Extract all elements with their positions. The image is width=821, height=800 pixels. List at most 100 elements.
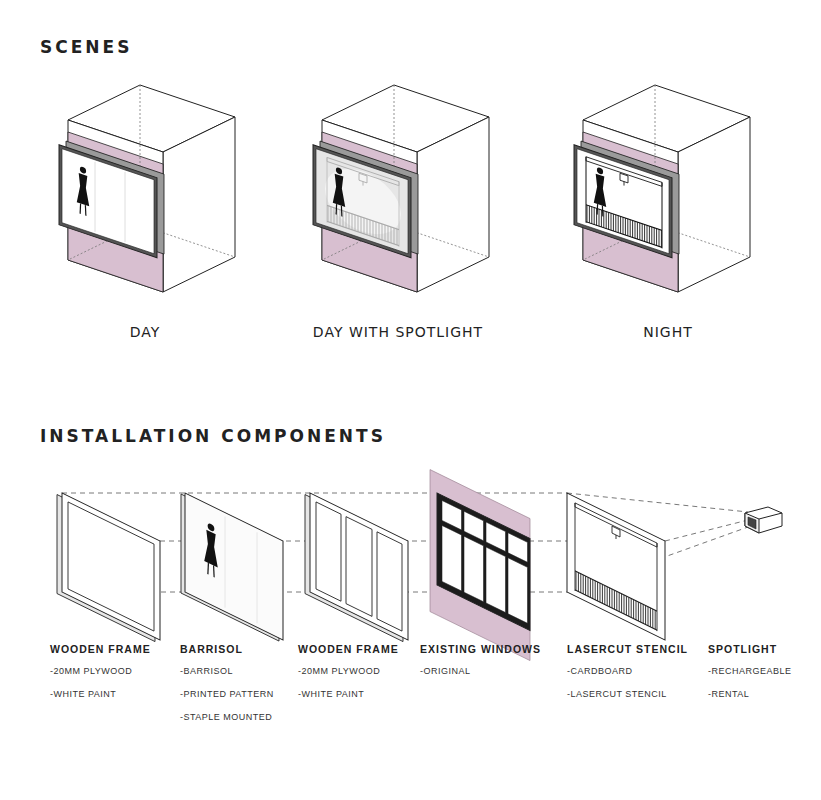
section-heading: SCENES <box>40 37 132 57</box>
figure-leg <box>207 563 209 575</box>
railing-bar <box>613 214 614 231</box>
railing-bar <box>636 601 637 620</box>
railing-bar <box>618 216 619 233</box>
railing-bar <box>583 575 584 594</box>
scene-box <box>313 85 489 292</box>
component-spec: -ORIGINAL <box>420 666 471 677</box>
woman-figure <box>333 166 345 218</box>
spotlight-face <box>745 513 759 533</box>
spotlight <box>745 507 782 533</box>
railing-bar <box>612 589 613 608</box>
barrisol-panel <box>577 149 669 254</box>
railing-bar <box>637 222 638 239</box>
component-spec: -STAPLE MOUNTED <box>180 712 272 723</box>
component-name: SPOTLIGHT <box>708 643 777 656</box>
railing-bar <box>604 586 605 605</box>
railing-bar <box>607 587 608 606</box>
woman-figure <box>77 165 89 217</box>
railing-bar <box>608 212 609 229</box>
stencil-lamp <box>616 535 617 539</box>
railing-rail <box>586 222 662 248</box>
frame-front <box>59 145 157 258</box>
stencil-post <box>661 182 662 248</box>
window-pane <box>486 547 506 613</box>
component-spec: -20MM PLYWOOD <box>50 666 132 677</box>
railing-bar <box>642 224 643 241</box>
frame-opening <box>68 502 154 631</box>
guide-line <box>665 520 748 541</box>
figure-dress <box>594 173 606 207</box>
window-installation <box>574 139 679 260</box>
component-spec: -WHITE PAINT <box>50 689 116 700</box>
railing-bar <box>591 207 592 224</box>
wall-pink <box>430 470 530 661</box>
component-spec: -CARDBOARD <box>567 666 633 677</box>
stencil-lamp <box>624 182 625 186</box>
wooden-frame <box>57 491 160 644</box>
railing-bar <box>382 224 383 240</box>
woman-figure <box>594 166 606 218</box>
box-right-face <box>417 117 489 292</box>
railing-bar <box>656 229 657 246</box>
railing-rail <box>575 571 657 611</box>
railing-bar <box>364 218 365 234</box>
railing-bar <box>388 226 389 242</box>
railing-bar <box>606 212 607 229</box>
component-name: EXISTING WINDOWS <box>420 643 541 656</box>
railing-bar <box>647 225 648 242</box>
railing-bar <box>654 228 655 245</box>
component-name: LASERCUT STENCIL <box>567 643 688 656</box>
stencil-sheet <box>567 493 665 640</box>
railing-bar <box>621 594 622 613</box>
railing-bar <box>394 228 395 244</box>
component-spec: -RENTAL <box>708 689 749 700</box>
scene-box <box>574 85 750 292</box>
railing-bar <box>588 577 589 596</box>
frame-opening <box>377 532 402 631</box>
panel-seam <box>125 172 126 242</box>
railing-bar <box>614 590 615 609</box>
railing-bar <box>585 576 586 595</box>
frame-outer <box>310 493 408 640</box>
component-spec: -BARRISOL <box>180 666 233 677</box>
wooden-frame <box>305 491 408 644</box>
figure-leg <box>213 566 215 578</box>
box-right-face <box>163 117 235 292</box>
railing-bar <box>589 206 590 223</box>
stencil-post <box>585 157 586 223</box>
railing-bar <box>340 210 341 226</box>
figure-leg <box>335 204 337 215</box>
railing-bar <box>349 213 350 229</box>
railing-bar <box>352 214 353 230</box>
railing-bar <box>650 608 651 627</box>
railing-bar <box>370 220 371 236</box>
railing-bar <box>358 216 359 232</box>
railing-bar <box>343 211 344 227</box>
railing-bar <box>576 571 577 590</box>
spotlight-lens <box>748 517 756 529</box>
railing-bar <box>628 597 629 616</box>
railing-bar <box>632 220 633 237</box>
frame-front <box>574 145 672 258</box>
barrisol-panel <box>181 491 283 643</box>
window-installation <box>313 139 418 260</box>
component-name: WOODEN FRAME <box>298 643 399 656</box>
railing-bar <box>623 217 624 234</box>
railing-bar <box>602 584 603 603</box>
scene-box <box>59 85 235 292</box>
frame-opening <box>316 502 341 601</box>
panel-front <box>185 493 283 640</box>
railing-bar <box>367 219 368 235</box>
railing-bar <box>580 574 581 593</box>
railing-bar <box>624 595 625 614</box>
railing-bar <box>334 208 335 224</box>
window-frame <box>437 493 530 631</box>
figure-head <box>597 167 603 175</box>
figure-leg <box>85 205 87 216</box>
railing-bar <box>659 229 660 246</box>
scene-label: NIGHT <box>643 324 693 341</box>
railing-bar <box>373 221 374 237</box>
figure-leg <box>79 203 81 214</box>
railing-bar <box>655 610 656 629</box>
railing-bar <box>639 223 640 240</box>
